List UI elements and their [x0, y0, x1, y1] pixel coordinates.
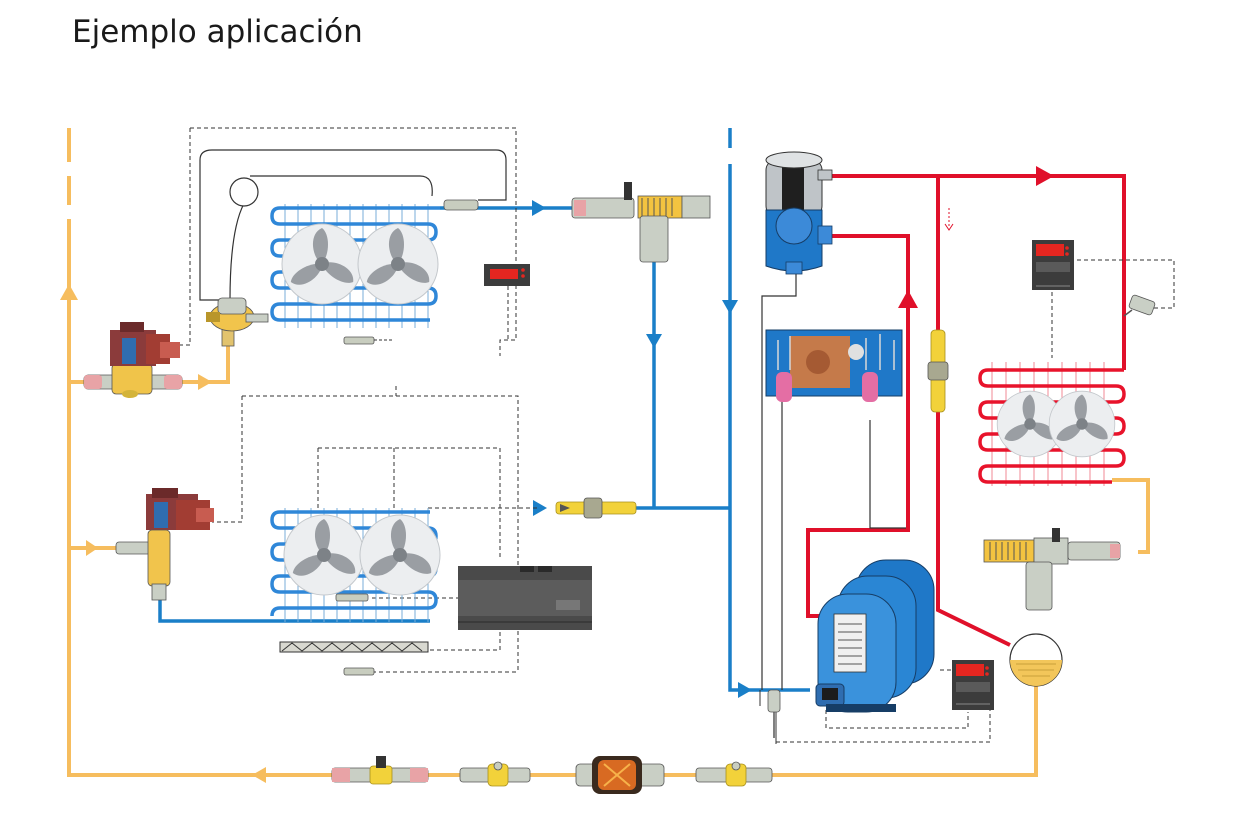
discharge-line: [806, 174, 1126, 647]
sensor-probe-icon: [767, 689, 781, 738]
defrost-heater-icon: [279, 641, 429, 653]
oil-separator-icon: [765, 151, 833, 275]
flow-arrow-icon: [60, 284, 78, 300]
ball-valve-icon: [555, 497, 637, 519]
flow-arrow-icon: [738, 682, 752, 698]
controller-module-icon: [458, 566, 592, 630]
sight-glass-icon: [927, 329, 949, 413]
flow-arrow-icon: [1036, 166, 1054, 186]
expansion-valve-icon: [115, 529, 171, 601]
flow-arrow-icon: [198, 374, 212, 390]
sight-glass-icon: [695, 761, 773, 787]
evaporator-coil-icon: [270, 204, 440, 328]
expansion-valve-icon: [983, 528, 1121, 611]
pressure-switch-icon: [765, 329, 903, 402]
flow-arrow-icon: [898, 290, 918, 308]
evaporator-coil-icon: [270, 508, 441, 622]
sight-glass-icon: [459, 761, 531, 787]
small-down-arrow-icon: [944, 208, 954, 231]
flow-arrow-icon: [533, 500, 547, 516]
flow-arrow-icon: [646, 334, 662, 348]
expansion-valve-icon: [206, 297, 269, 347]
temperature-display-icon: [484, 264, 530, 286]
flow-arrow-icon: [86, 540, 98, 556]
filter-drier-icon: [575, 756, 665, 794]
controller-module-icon: [952, 660, 994, 710]
sensor-probe-icon: [343, 336, 392, 345]
compressor-icon: [815, 559, 935, 713]
solenoid-valve-icon: [146, 488, 214, 530]
sensor-probe-icon: [443, 199, 479, 211]
condenser-coil-icon: [978, 362, 1126, 486]
capillary-lines: [199, 149, 906, 690]
receiver-icon: [1009, 633, 1063, 687]
flow-arrow-icon: [252, 767, 266, 783]
capillary-bulb: [229, 177, 259, 207]
controller-module-icon: [1032, 240, 1074, 290]
ball-valve-icon: [331, 756, 429, 785]
flow-arrow-icon: [532, 200, 546, 216]
page-title: Ejemplo aplicación: [72, 14, 363, 50]
sensor-probe-icon: [335, 593, 375, 676]
pressure-switch-icon: [1123, 294, 1156, 317]
flow-arrow-icon: [722, 300, 738, 314]
pressure-regulator-icon: [571, 182, 711, 263]
solenoid-valve-icon: [83, 322, 183, 398]
